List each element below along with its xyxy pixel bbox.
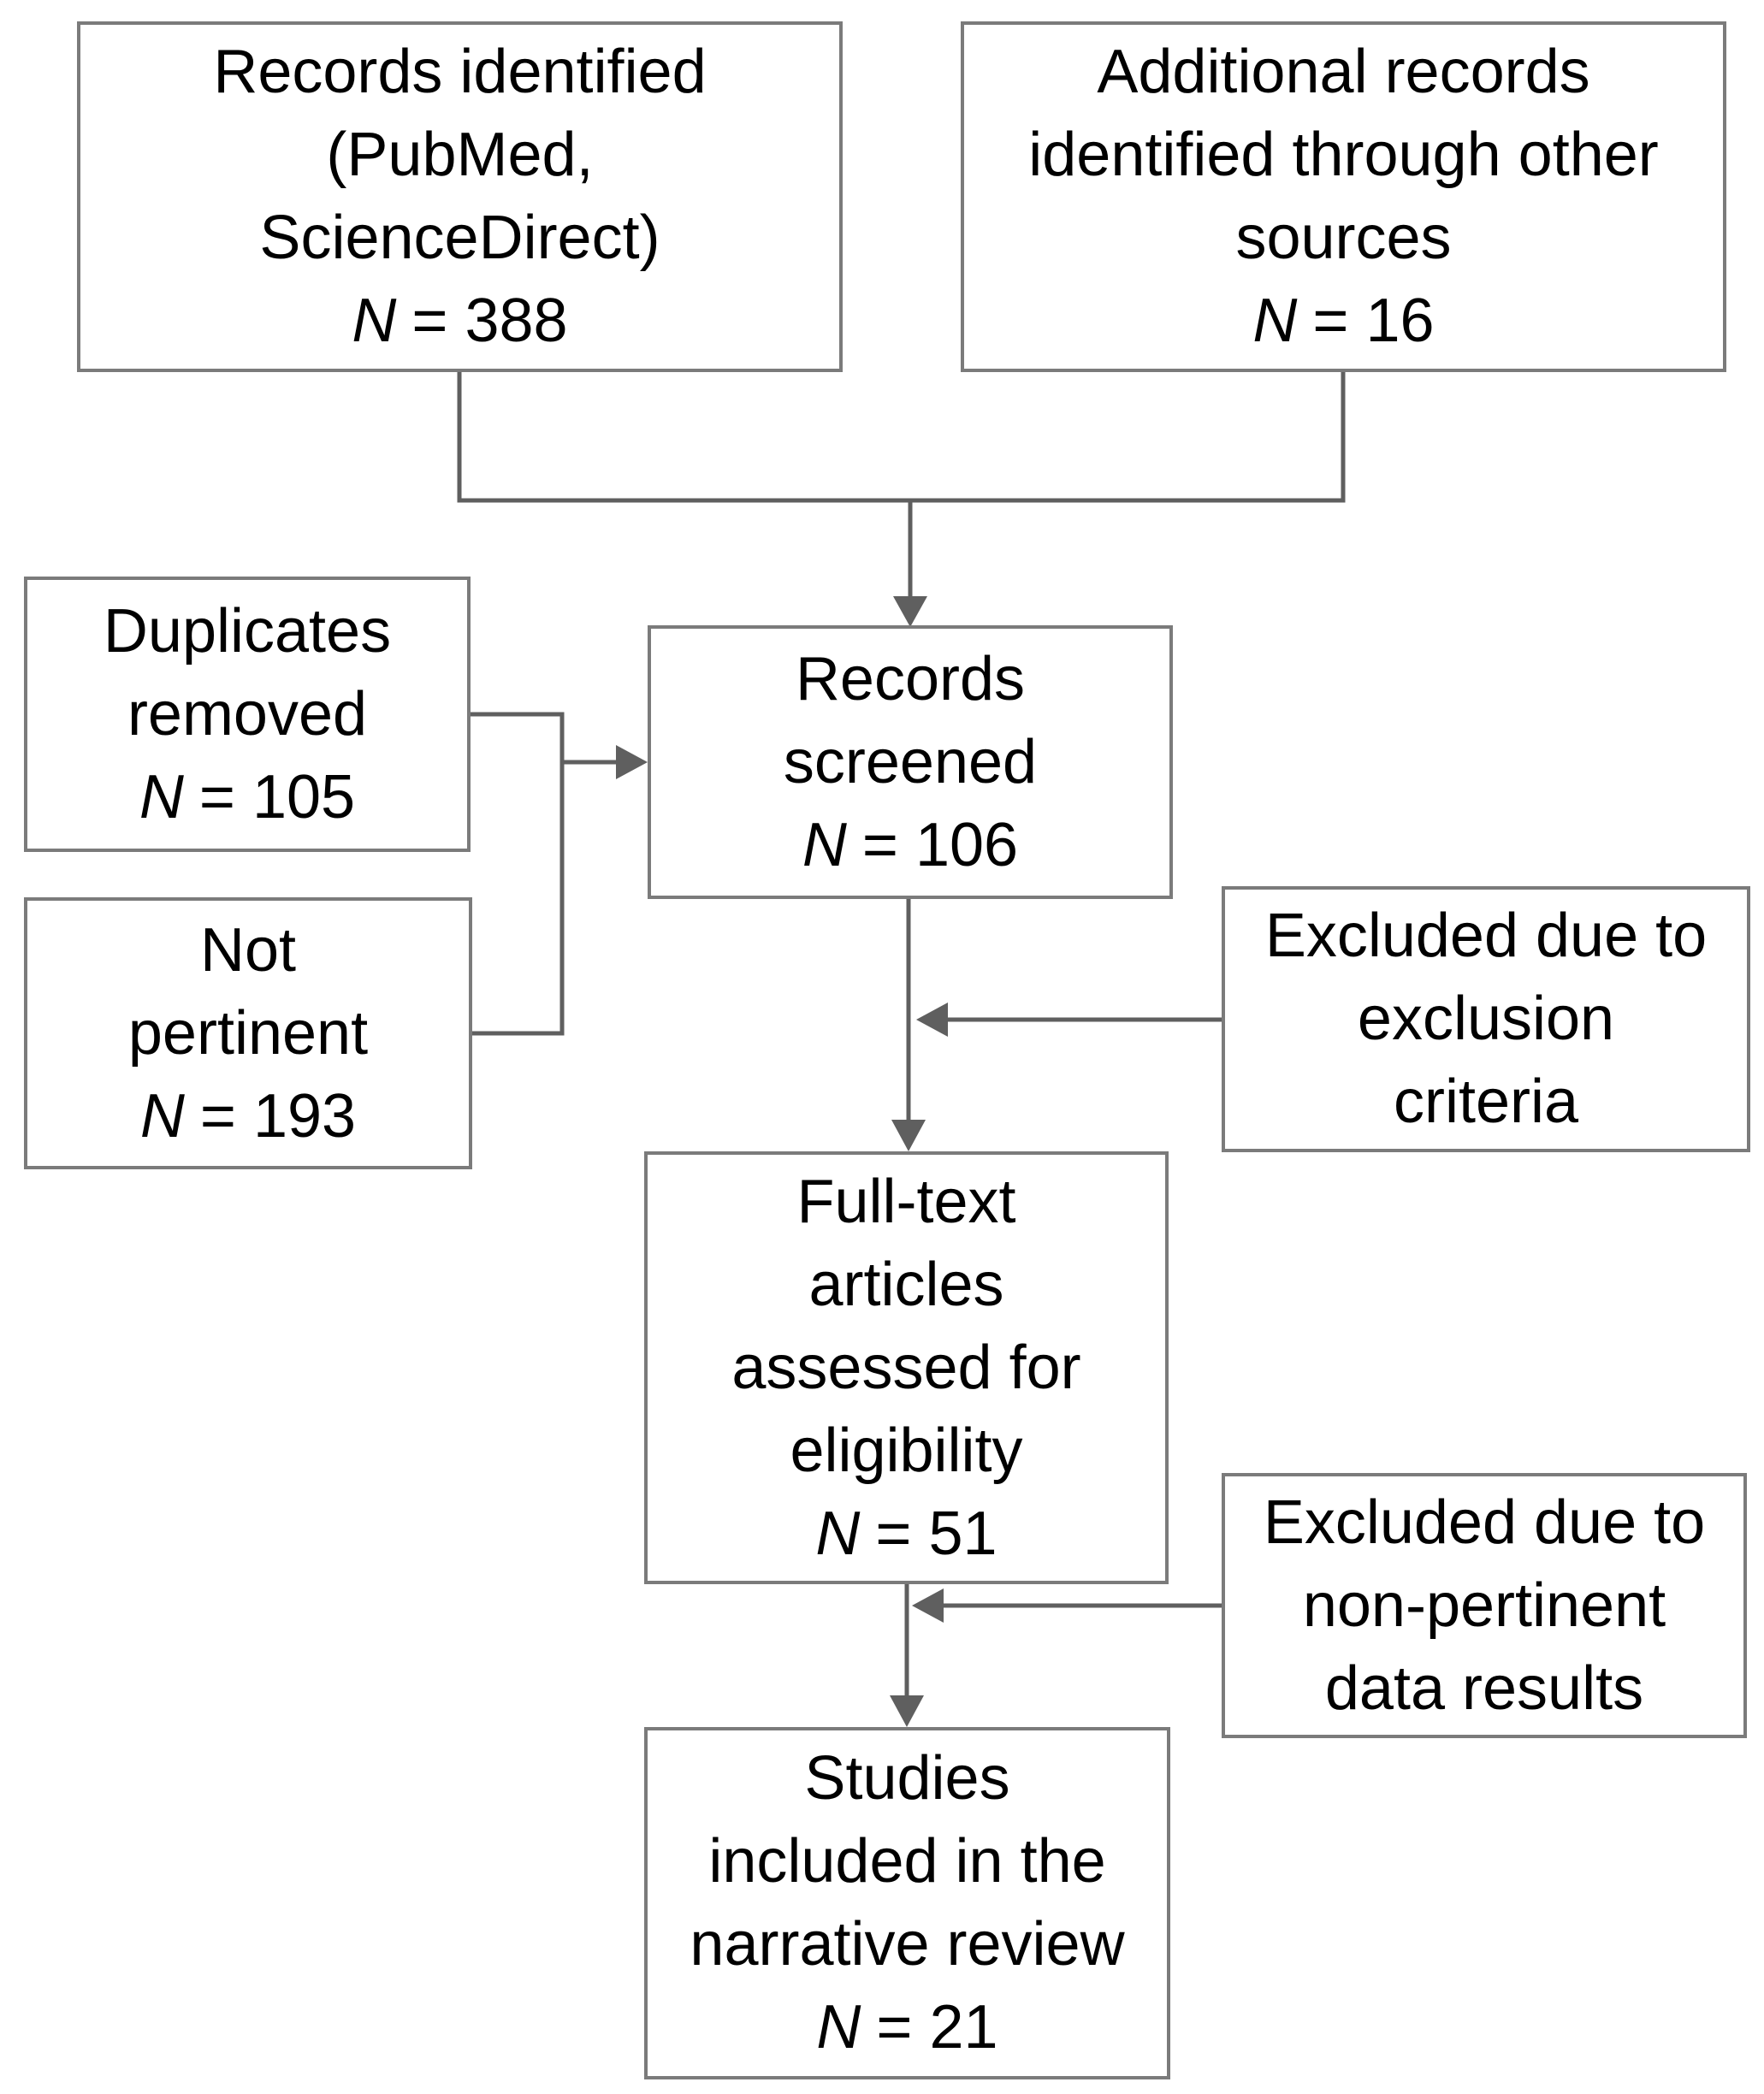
n-value: = 193: [199, 1081, 357, 1151]
text-line: ScienceDirect): [259, 204, 660, 272]
text-line: narrative review: [690, 1910, 1125, 1979]
arrow-screened-to-fulltext: [891, 899, 926, 1151]
text-line: non-pertinent: [1302, 1570, 1666, 1640]
n-value: = 21: [876, 1993, 998, 2061]
text-line: articles: [808, 1250, 1004, 1319]
box-records-identified: Records identified (PubMed, ScienceDirec…: [77, 21, 843, 372]
n-line: N= 21: [816, 1986, 997, 2069]
n-symbol: N: [1252, 287, 1298, 355]
text-line: sources: [1235, 204, 1452, 272]
box-additional-records: Additional records identified through ot…: [961, 21, 1726, 372]
arrow-side-to-screened: [562, 745, 648, 779]
text-line: Additional records: [1097, 38, 1590, 106]
n-line: N= 51: [815, 1493, 997, 1576]
n-symbol: N: [352, 287, 397, 355]
text-line: Records identified: [213, 38, 707, 106]
n-value: = 388: [411, 287, 568, 355]
text-line: Excluded due to: [1263, 1488, 1706, 1557]
text-line: Not: [199, 915, 297, 985]
n-symbol: N: [139, 762, 184, 831]
text-line: pertinent: [127, 998, 369, 1068]
arrow-merge-to-screened: [893, 500, 927, 627]
n-symbol: N: [139, 1081, 185, 1151]
box-not-pertinent: Not pertinent N= 193: [24, 897, 472, 1169]
arrow-nonpertinent-to-flow: [912, 1588, 1222, 1623]
text-line: exclusion: [1357, 985, 1615, 1053]
text-line: screened: [783, 727, 1038, 796]
box-excluded-exclusion-criteria: Excluded due to exclusion criteria: [1222, 886, 1750, 1152]
n-symbol: N: [815, 1499, 861, 1568]
text-line: Records: [795, 644, 1026, 713]
text-line: data results: [1324, 1653, 1644, 1723]
text-line: removed: [127, 679, 368, 748]
text-line: eligibility: [790, 1416, 1023, 1485]
text-line: included in the: [708, 1827, 1106, 1896]
arrow-fulltext-to-studies: [890, 1584, 924, 1727]
box-excluded-non-pertinent: Excluded due to non-pertinent data resul…: [1222, 1473, 1747, 1738]
text-line: identified through other: [1028, 121, 1659, 189]
n-value: = 106: [861, 810, 1019, 879]
connector-duplicates-notpertinent: [471, 712, 565, 1036]
text-line: Studies: [804, 1744, 1010, 1813]
text-line: (PubMed,: [326, 121, 594, 189]
n-line: N= 193: [140, 1075, 356, 1158]
text-line: Excluded due to: [1264, 902, 1708, 970]
box-fulltext-assessed: Full-text articles assessed for eligibil…: [644, 1151, 1169, 1584]
n-symbol: N: [802, 810, 847, 879]
n-line: N= 388: [352, 280, 567, 363]
n-line: N= 105: [139, 756, 355, 839]
n-symbol: N: [816, 1993, 861, 2061]
arrow-exclusion-to-flow: [916, 1003, 1222, 1037]
n-line: N= 106: [802, 804, 1018, 887]
box-studies-included: Studies included in the narrative review…: [644, 1727, 1170, 2079]
text-line: criteria: [1393, 1068, 1579, 1136]
text-line: Duplicates: [103, 596, 392, 665]
text-line: Full-text: [796, 1167, 1016, 1236]
n-value: = 105: [198, 762, 356, 831]
text-line: assessed for: [731, 1333, 1081, 1402]
connector-merge-bracket: [457, 372, 1346, 503]
box-duplicates-removed: Duplicates removed N= 105: [24, 577, 471, 852]
n-value: = 51: [875, 1499, 997, 1568]
n-value: = 16: [1312, 287, 1435, 355]
n-line: N= 16: [1252, 280, 1434, 363]
box-records-screened: Records screened N= 106: [648, 625, 1173, 899]
